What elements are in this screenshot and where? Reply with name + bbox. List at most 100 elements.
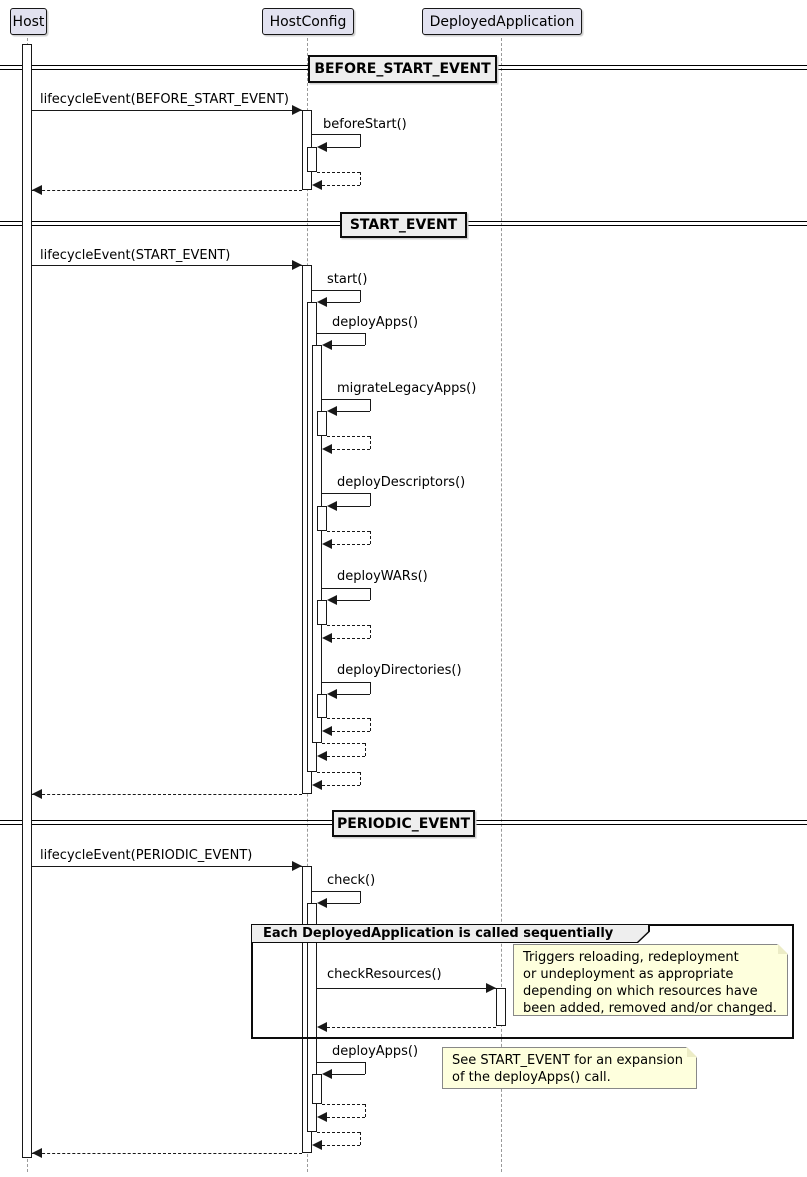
- arrowhead-left: [317, 898, 327, 908]
- selfreturn-out: [327, 625, 370, 626]
- activation-deploywars: [317, 600, 327, 625]
- message-lifecycle-before-start-label: lifecycleEvent(BEFORE_START_EVENT): [40, 92, 289, 107]
- message-line: [32, 866, 302, 867]
- arrowhead-left: [327, 406, 337, 416]
- arrowhead-left: [312, 780, 322, 790]
- selfreturn-back: [332, 731, 370, 732]
- selfreturn-back: [332, 544, 370, 545]
- arrowhead-left: [322, 340, 332, 350]
- selfcall-down: [370, 493, 371, 506]
- selfreturn-out: [327, 718, 370, 719]
- activation-host: [22, 44, 32, 1158]
- arrowhead-right: [292, 861, 302, 871]
- selfcall-out: [312, 891, 360, 892]
- arrowhead-left: [317, 1112, 327, 1122]
- message-checkresources-label: checkResources(): [327, 967, 442, 982]
- selfreturn-out: [317, 172, 360, 173]
- selfcall-back: [327, 302, 360, 303]
- participant-host-label: Host: [12, 13, 45, 30]
- selfreturn-down: [360, 1132, 361, 1145]
- arrowhead-left: [317, 1022, 327, 1032]
- arrowhead-left: [322, 1069, 332, 1079]
- arrowhead-left: [32, 1148, 42, 1158]
- divider-before-start-event: BEFORE_START_EVENT: [308, 55, 497, 83]
- arrowhead-left: [32, 789, 42, 799]
- message-start-label: start(): [327, 272, 368, 287]
- arrowhead-right: [486, 983, 496, 993]
- arrowhead-right: [292, 105, 302, 115]
- message-check-label: check(): [327, 873, 376, 888]
- selfreturn-down: [365, 1104, 366, 1117]
- selfcall-down: [365, 1062, 366, 1074]
- arrowhead-left: [317, 142, 327, 152]
- note-deployapps: See START_EVENT for an expansion of the …: [442, 1047, 697, 1089]
- selfcall-back: [337, 411, 370, 412]
- arrowhead-left: [312, 180, 322, 190]
- selfreturn-back: [322, 785, 360, 786]
- message-deployapps-label: deployApps(): [332, 315, 419, 330]
- selfreturn-down: [360, 772, 361, 785]
- arrowhead-right: [292, 260, 302, 270]
- lifeline-deployedapplication: [501, 33, 502, 1172]
- selfcall-out: [312, 134, 360, 135]
- selfcall-out: [317, 333, 365, 334]
- divider-periodic-event: PERIODIC_EVENT: [332, 810, 475, 837]
- activation-deployapps-periodic: [312, 1074, 322, 1104]
- divider-periodic-event-label: PERIODIC_EVENT: [336, 815, 471, 832]
- activation-deployedapplication: [496, 988, 506, 1026]
- message-beforestart-label: beforeStart(): [323, 117, 407, 132]
- return-line: [327, 1027, 496, 1028]
- participant-hostconfig: HostConfig: [262, 8, 354, 35]
- selfreturn-out: [322, 743, 365, 744]
- selfcall-down: [365, 333, 366, 345]
- arrowhead-left: [322, 726, 332, 736]
- arrowhead-left: [327, 501, 337, 511]
- selfreturn-back: [332, 638, 370, 639]
- selfcall-back: [327, 903, 360, 904]
- selfcall-down: [370, 682, 371, 694]
- message-line: [317, 988, 496, 989]
- selfreturn-out: [327, 531, 370, 532]
- divider-before-start-event-label: BEFORE_START_EVENT: [314, 61, 491, 77]
- selfreturn-back: [332, 449, 370, 450]
- selfcall-back: [332, 1074, 365, 1075]
- selfreturn-back: [327, 1117, 365, 1118]
- arrowhead-left: [32, 185, 42, 195]
- selfreturn-down: [370, 718, 371, 731]
- participant-hostconfig-label: HostConfig: [269, 13, 347, 30]
- divider-start-event-label: START_EVENT: [349, 217, 458, 233]
- return-line: [32, 1153, 302, 1154]
- message-deploydescriptors-label: deployDescriptors(): [337, 475, 466, 490]
- message-line: [32, 110, 302, 111]
- selfreturn-back: [327, 756, 365, 757]
- selfreturn-down: [360, 172, 361, 185]
- arrowhead-left: [312, 1140, 322, 1150]
- selfreturn-back: [322, 185, 360, 186]
- activation-deploydirectories: [317, 694, 327, 718]
- selfcall-out: [322, 588, 370, 589]
- selfreturn-out: [322, 1104, 365, 1105]
- activation-check: [307, 903, 317, 1132]
- activation-deploydescriptors: [317, 506, 327, 531]
- arrowhead-left: [322, 444, 332, 454]
- selfcall-out: [322, 682, 370, 683]
- selfcall-down: [360, 891, 361, 903]
- arrowhead-left: [317, 297, 327, 307]
- selfreturn-back: [322, 1145, 360, 1146]
- selfcall-down: [360, 134, 361, 147]
- arrowhead-left: [327, 689, 337, 699]
- group-header: [252, 925, 648, 942]
- selfcall-back: [337, 694, 370, 695]
- selfcall-out: [312, 290, 360, 291]
- selfcall-out: [322, 399, 370, 400]
- selfreturn-down: [365, 743, 366, 756]
- message-lifecycle-periodic-label: lifecycleEvent(PERIODIC_EVENT): [40, 848, 253, 863]
- return-line: [32, 190, 302, 191]
- message-lifecycle-start-label: lifecycleEvent(START_EVENT): [40, 248, 231, 263]
- selfreturn-out: [317, 772, 360, 773]
- message-migratelegacyapps-label: migrateLegacyApps(): [337, 381, 477, 396]
- message-deploywars-label: deployWARs(): [337, 569, 428, 584]
- activation-migratelegacyapps: [317, 411, 327, 436]
- arrowhead-left: [322, 633, 332, 643]
